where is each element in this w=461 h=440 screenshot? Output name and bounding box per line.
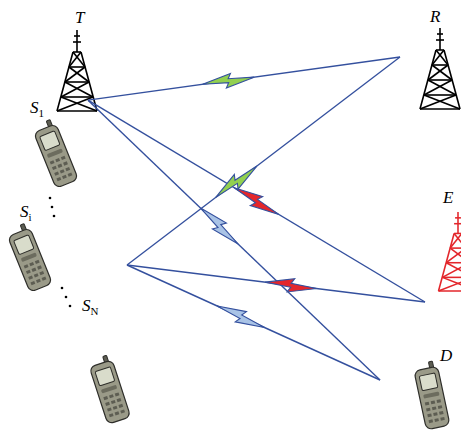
lightning-bolt bbox=[217, 306, 264, 328]
wireless-link bbox=[88, 57, 400, 100]
label-letter: S bbox=[82, 296, 91, 315]
node-label: D bbox=[440, 346, 452, 366]
phone-icon bbox=[87, 354, 130, 424]
tower-icon bbox=[420, 28, 460, 109]
label-subscript: 1 bbox=[39, 107, 45, 119]
label-letter: R bbox=[430, 7, 440, 26]
station-node: E bbox=[425, 180, 459, 305]
station-node: SN bbox=[80, 296, 116, 320]
tower-icon bbox=[57, 30, 97, 111]
label-letter: E bbox=[443, 188, 453, 207]
wireless-link bbox=[88, 100, 425, 302]
phone-icon bbox=[5, 222, 52, 292]
label-letter: D bbox=[440, 346, 452, 365]
node-label: Si bbox=[20, 202, 32, 223]
eavesdropper-tower-icon bbox=[438, 212, 461, 291]
wireless-link bbox=[127, 57, 400, 265]
station-node: R bbox=[400, 5, 458, 115]
station-node: D bbox=[380, 340, 458, 438]
ellipsis-dots bbox=[49, 197, 72, 308]
lightning-bolt bbox=[234, 188, 279, 215]
link-line bbox=[127, 265, 380, 380]
lightning-bolt bbox=[203, 73, 255, 88]
link-line bbox=[88, 100, 425, 302]
node-label: R bbox=[430, 7, 440, 27]
label-subscript: i bbox=[29, 211, 32, 223]
link-line bbox=[127, 265, 425, 302]
lightning-bolt bbox=[216, 166, 257, 198]
lightning-bolt bbox=[265, 279, 317, 292]
label-subscript: N bbox=[91, 305, 99, 317]
node-label: S1 bbox=[30, 98, 44, 119]
node-label: T bbox=[75, 8, 84, 28]
link-line bbox=[127, 57, 400, 265]
label-letter: T bbox=[75, 8, 84, 27]
link-line bbox=[88, 100, 380, 380]
station-node: S1 bbox=[30, 98, 60, 122]
phone-icon bbox=[413, 360, 450, 430]
node-label: E bbox=[443, 188, 453, 208]
wireless-link bbox=[127, 265, 425, 302]
phone-icon bbox=[31, 118, 78, 188]
node-label: SN bbox=[82, 296, 98, 317]
label-letter: S bbox=[30, 98, 39, 117]
label-letter: S bbox=[20, 202, 29, 221]
link-line bbox=[88, 57, 400, 100]
station-node: Si bbox=[18, 200, 127, 268]
lightning-bolt bbox=[201, 208, 239, 244]
wireless-link bbox=[127, 265, 380, 380]
station-node: T bbox=[55, 8, 88, 103]
wireless-link bbox=[88, 100, 380, 380]
